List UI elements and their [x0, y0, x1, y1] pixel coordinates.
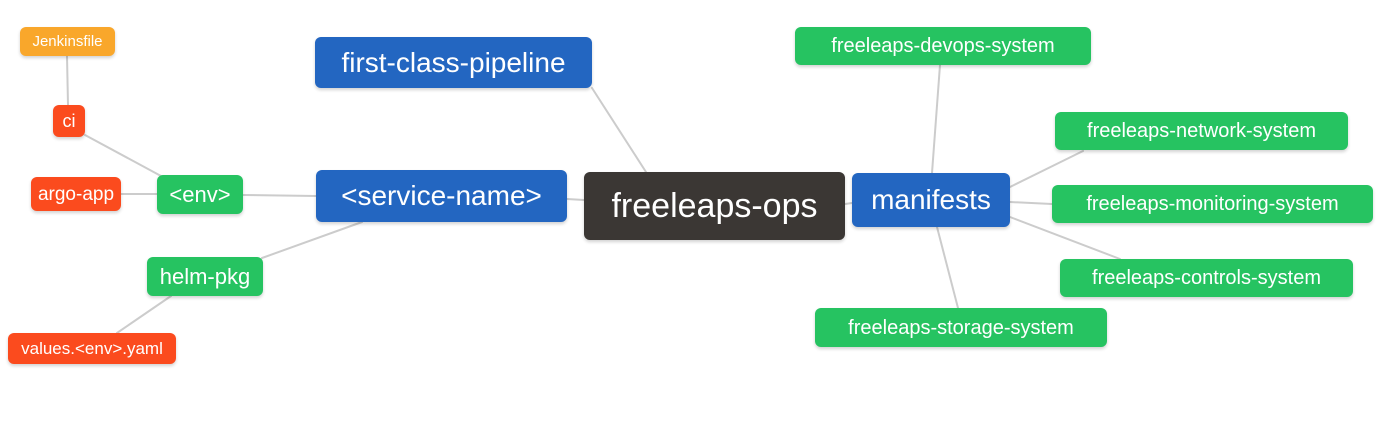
node-helm-pkg[interactable]: helm-pkg: [147, 257, 263, 296]
node-freeleaps-ops[interactable]: freeleaps-ops: [584, 172, 845, 240]
node-argo-app[interactable]: argo-app: [31, 177, 121, 211]
node-first-class-pipeline[interactable]: first-class-pipeline: [315, 37, 592, 88]
node-freeleaps-storage-system[interactable]: freeleaps-storage-system: [815, 308, 1107, 347]
node-freeleaps-monitoring-system[interactable]: freeleaps-monitoring-system: [1052, 185, 1373, 223]
node-ci[interactable]: ci: [53, 105, 85, 137]
node-values-env-yaml[interactable]: values.<env>.yaml: [8, 333, 176, 364]
node-freeleaps-network-system[interactable]: freeleaps-network-system: [1055, 112, 1348, 150]
node-manifests[interactable]: manifests: [852, 173, 1010, 227]
node-freeleaps-devops-system[interactable]: freeleaps-devops-system: [795, 27, 1091, 65]
node-freeleaps-controls-system[interactable]: freeleaps-controls-system: [1060, 259, 1353, 297]
node-jenkinsfile[interactable]: Jenkinsfile: [20, 27, 115, 56]
node-env[interactable]: <env>: [157, 175, 243, 214]
node-service-name[interactable]: <service-name>: [316, 170, 567, 222]
